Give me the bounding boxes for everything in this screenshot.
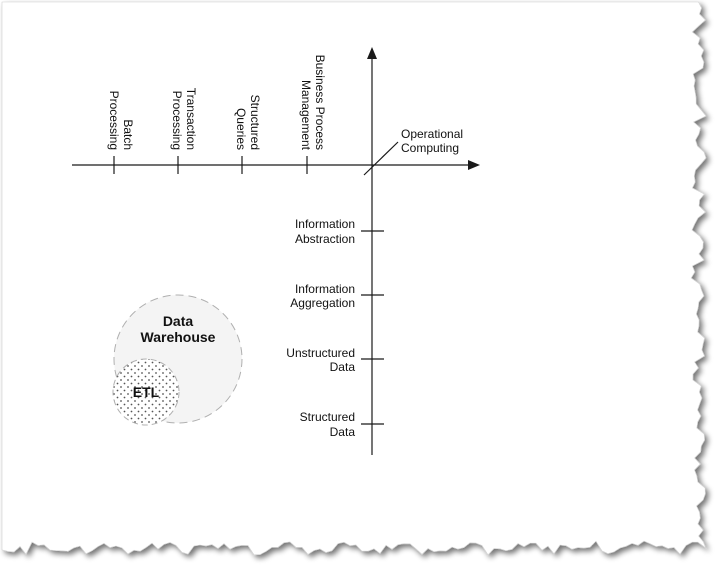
x-label-line: Processing xyxy=(107,91,121,150)
x-label-line: Processing xyxy=(170,91,184,150)
y-label-information-aggregation: Information Aggregation xyxy=(290,282,355,310)
z-label-operational-computing: Operational Computing xyxy=(401,127,463,155)
y-label-line: Unstructured xyxy=(286,346,355,360)
z-label-line: Computing xyxy=(401,141,459,155)
y-label-structured-data: Structured Data xyxy=(300,410,356,439)
x-label-line: Structured xyxy=(248,95,262,150)
y-label-line: Abstraction xyxy=(295,232,355,246)
z-axis-line xyxy=(363,141,399,176)
z-label-line: Operational xyxy=(401,127,463,141)
x-label-line: Queries xyxy=(234,108,248,150)
x-label-business-process-management: Business Process Management xyxy=(299,55,327,151)
x-label-line: Batch xyxy=(121,119,135,150)
y-label-unstructured-data: Unstructured Data xyxy=(286,346,355,374)
x-label-structured-queries: Structured Queries xyxy=(234,95,262,150)
y-label-line: Information xyxy=(295,217,355,231)
x-label-line: Business Process xyxy=(313,55,327,150)
x-label-line: Transaction xyxy=(184,88,198,150)
torn-paper xyxy=(1,1,707,556)
y-label-line: Structured xyxy=(300,410,355,424)
y-label-line: Information xyxy=(295,282,355,296)
x-label-line: Management xyxy=(299,80,313,151)
x-label-transaction-processing: Transaction Processing xyxy=(170,88,198,150)
etl-label: ETL xyxy=(133,384,160,400)
etl-bubble xyxy=(112,358,180,426)
y-label-line: Data xyxy=(330,425,356,439)
warehouse-label-line: Warehouse xyxy=(141,329,216,345)
warehouse-label-line: Data xyxy=(163,313,194,329)
x-label-batch-processing: Batch Processing xyxy=(107,91,135,150)
y-label-line: Aggregation xyxy=(290,296,355,310)
y-label-line: Data xyxy=(330,360,356,374)
y-label-information-abstraction: Information Abstraction xyxy=(295,217,355,246)
data-warehouse-label: Data Warehouse xyxy=(141,313,216,345)
